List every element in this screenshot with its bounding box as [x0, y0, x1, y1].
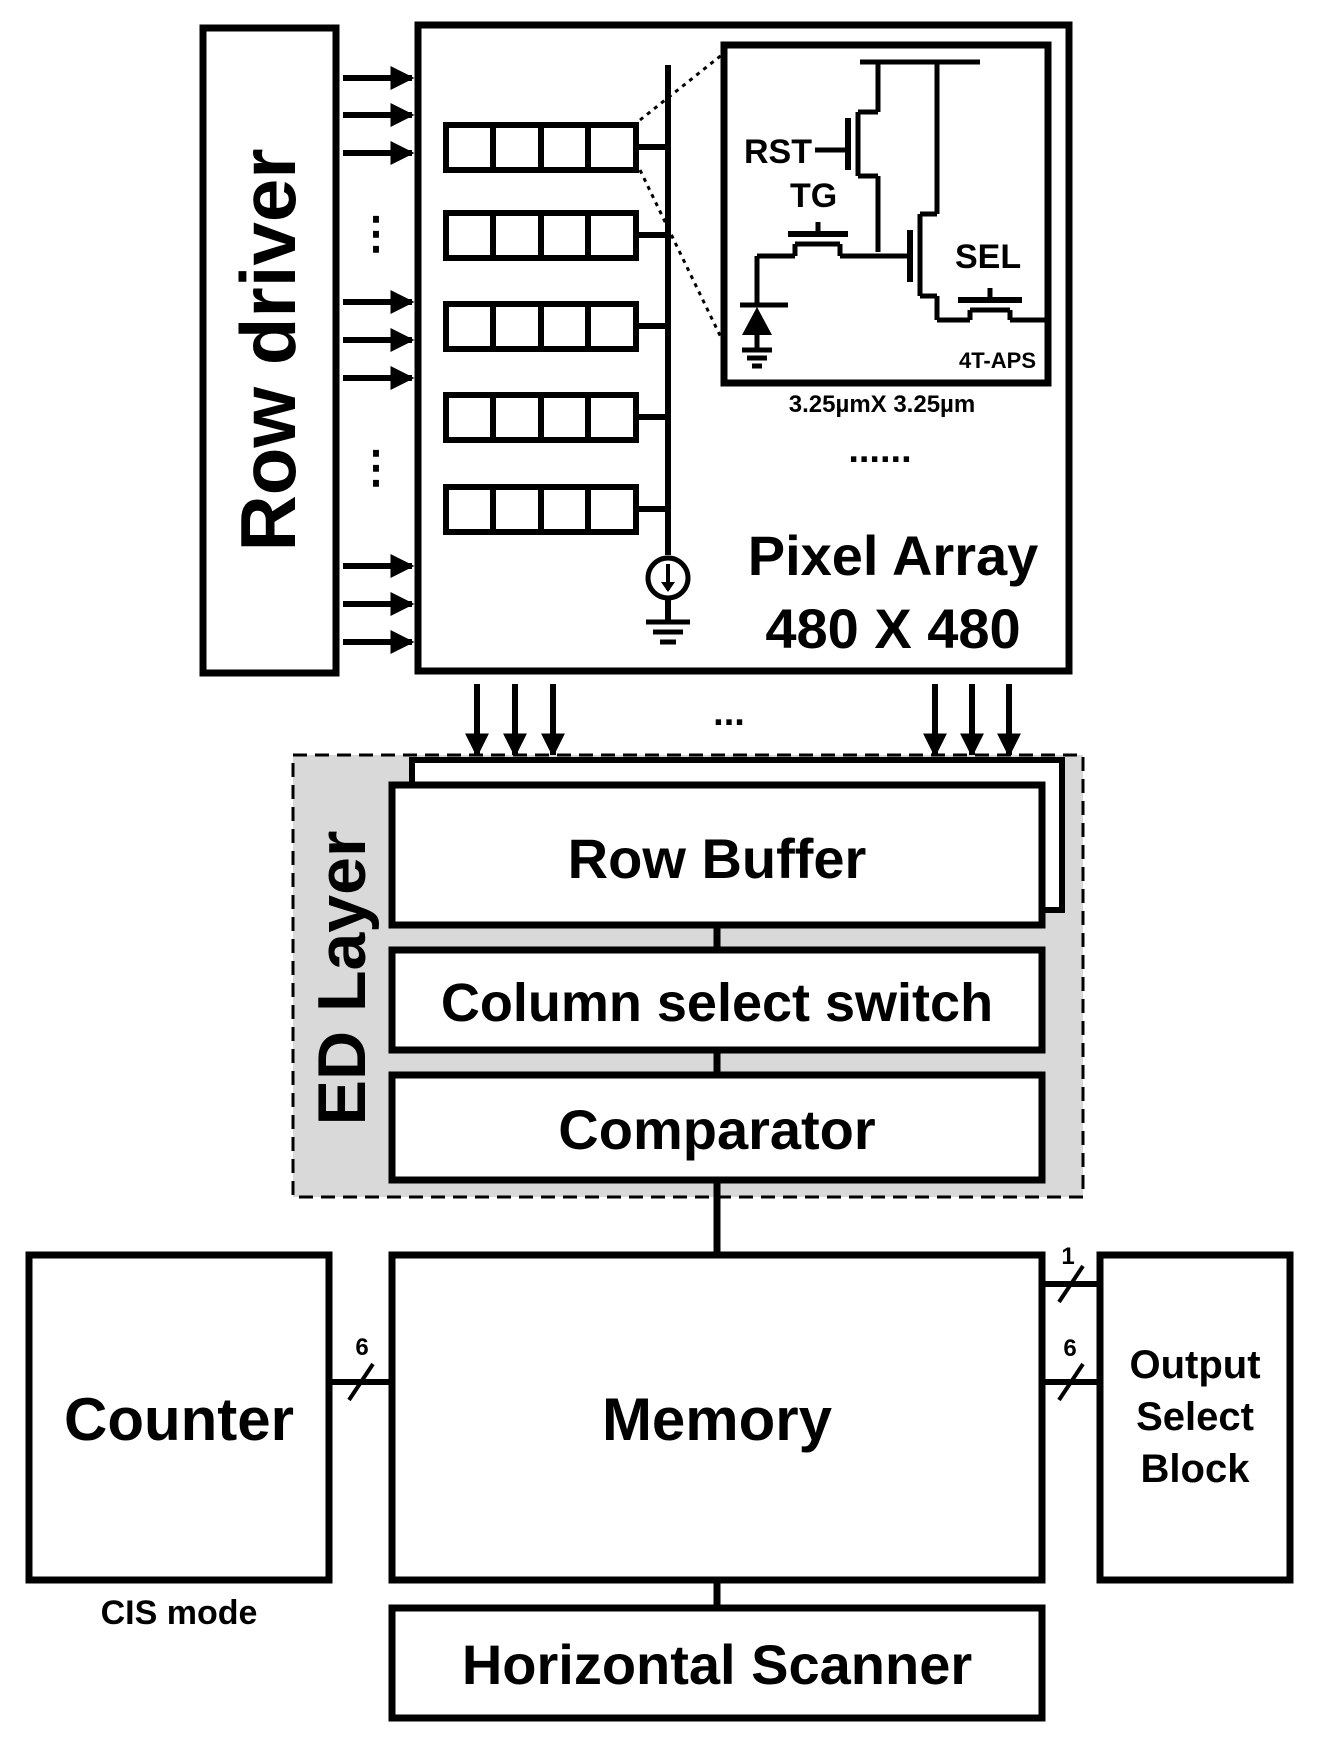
counter-label: Counter: [64, 1386, 294, 1453]
pixel-row: [443, 122, 668, 173]
comparator-label: Comparator: [558, 1098, 875, 1161]
tg-label: TG: [790, 177, 837, 215]
pixel-rows: [443, 122, 668, 535]
photodiode-icon: [742, 307, 772, 335]
output-bus-width-bottom: 6: [1063, 1335, 1076, 1362]
row-driver-dots-top: ⋮: [354, 209, 398, 258]
ground-icon: [646, 619, 690, 645]
row-driver-arrows: [343, 66, 415, 654]
ed-layer-label: ED Layer: [304, 831, 380, 1126]
column-select-block: [388, 946, 1046, 1054]
pixel-row: [443, 392, 668, 443]
pixel-size-label: 3.25µmX 3.25µm: [789, 391, 975, 418]
output-select-line3: Block: [1141, 1447, 1251, 1491]
counter-memory-bus: [329, 1362, 392, 1402]
cis-mode-label: CIS mode: [101, 1594, 258, 1632]
memory-label: Memory: [602, 1386, 833, 1453]
output-bus-width-top: 1: [1061, 1243, 1074, 1270]
pixel-row: [443, 210, 668, 261]
row-driver-block: Row driver: [199, 24, 340, 677]
column-arrows: [465, 684, 1021, 758]
output-select-line2: Select: [1136, 1395, 1254, 1439]
comparator-block: [388, 1071, 1046, 1184]
output-select-line1: Output: [1129, 1343, 1260, 1387]
row-driver-dots-bottom: ⋮: [354, 443, 398, 492]
pixel-row-ellipsis: ......: [848, 429, 911, 471]
aps-type-label: 4T-APS: [959, 348, 1036, 373]
sel-label: SEL: [955, 238, 1021, 276]
counter-bus-width: 6: [355, 1334, 368, 1361]
column-ellipsis: ...: [713, 692, 745, 734]
column-select-label: Column select switch: [441, 973, 993, 1033]
memory-block: Memory: [388, 1251, 1046, 1584]
horizontal-scanner-block: Horizontal Scanner: [388, 1604, 1046, 1722]
column-line: [645, 65, 691, 645]
output-select-block: Output Select Block: [1096, 1251, 1294, 1584]
row-buffer-label: Row Buffer: [568, 827, 867, 890]
pixel-array-title: Pixel Array: [748, 524, 1039, 587]
row-driver-label: Row driver: [224, 148, 312, 551]
rst-label: RST: [744, 133, 812, 171]
pixel-row: [443, 484, 668, 535]
pixel-row: [443, 301, 668, 352]
zoom-lines: [638, 48, 730, 353]
ed-layer: ED Layer Row Buffer Column select switch…: [291, 753, 1085, 1199]
pixel-circuit-inset: RST TG SEL 4T-APS: [720, 41, 1052, 387]
pixel-array-size: 480 X 480: [765, 597, 1020, 660]
memory-output-buses: [1042, 1264, 1100, 1402]
horizontal-scanner-label: Horizontal Scanner: [462, 1633, 972, 1696]
counter-block: Counter: [25, 1251, 333, 1584]
